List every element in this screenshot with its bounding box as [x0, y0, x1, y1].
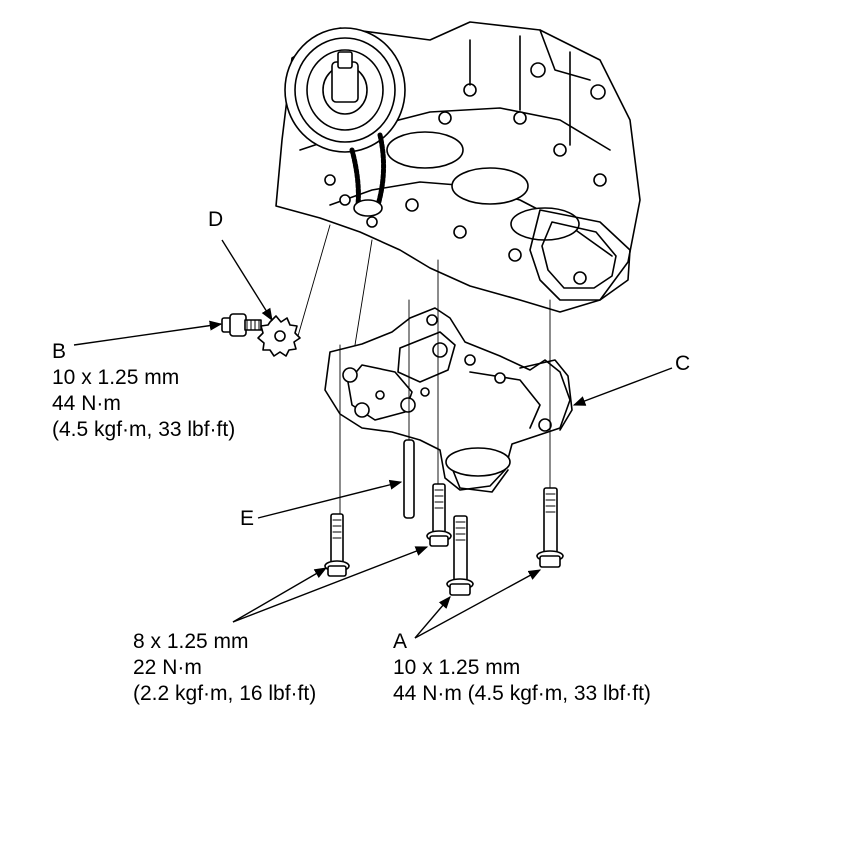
- bolt-small-1: [324, 513, 350, 577]
- label-small-bolts-size: 8 x 1.25 mm: [133, 630, 249, 653]
- leader-a-2: [414, 569, 542, 639]
- label-c: C: [675, 352, 691, 375]
- leader-small-1: [232, 567, 328, 623]
- label-a-size: 10 x 1.25 mm: [393, 656, 521, 679]
- bolt-small-2: [426, 483, 452, 547]
- label-d: D: [208, 208, 224, 231]
- label-b: B: [52, 340, 67, 363]
- bolt-a-1: [446, 515, 474, 596]
- label-a: A: [393, 630, 408, 653]
- leader-e: [257, 479, 403, 519]
- leader-d: [221, 239, 273, 322]
- oil-pump-sprocket-d: [257, 315, 301, 357]
- bolt-b: [221, 313, 262, 337]
- label-b-torque: 44 N·m: [52, 392, 121, 415]
- dowel-pin-e: [403, 439, 415, 519]
- label-small-bolts-torque-alt: (2.2 kgf·m, 16 lbf·ft): [133, 682, 317, 705]
- label-b-torque-alt: (4.5 kgf·m, 33 lbf·ft): [52, 418, 236, 441]
- oil-pump: [324, 307, 573, 493]
- alignment-lines: [297, 224, 551, 515]
- leader-c: [572, 367, 673, 406]
- label-a-torque: 44 N·m (4.5 kgf·m, 33 lbf·ft): [393, 682, 651, 705]
- bolt-a-2: [536, 487, 564, 568]
- timing-chain: [349, 132, 387, 217]
- leader-small-2: [232, 546, 429, 623]
- leader-b: [73, 320, 223, 346]
- label-small-bolts-torque: 22 N·m: [133, 656, 202, 679]
- label-e: E: [240, 507, 255, 530]
- label-b-size: 10 x 1.25 mm: [52, 366, 180, 389]
- crankshaft-pulley: [284, 27, 406, 153]
- leader-a-1: [414, 596, 451, 639]
